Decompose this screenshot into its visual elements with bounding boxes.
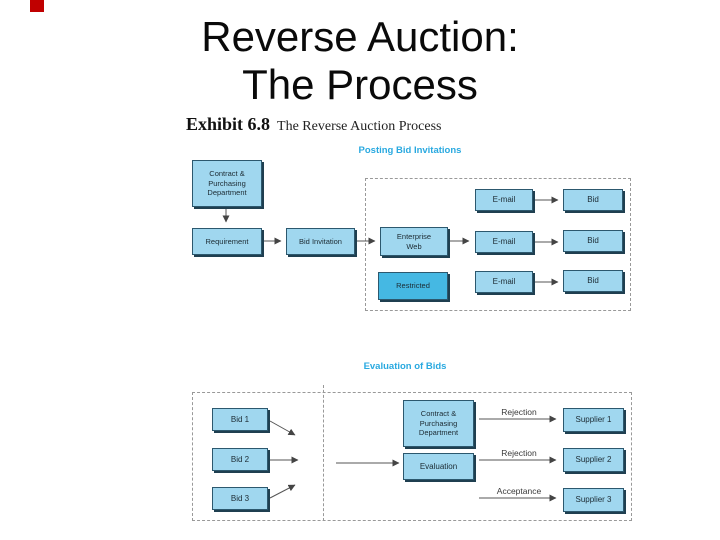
exhibit-caption: Exhibit 6.8 The Reverse Auction Process: [186, 114, 442, 135]
email-box-2: E-mail: [475, 231, 533, 253]
evaluation-dashed-region: [192, 392, 632, 521]
evaluation-section-heading: Evaluation of Bids: [363, 361, 447, 372]
bid-box-3: Bid: [563, 270, 623, 292]
slide-title: Reverse Auction: The Process: [0, 13, 720, 109]
posting-dashed-region: [365, 178, 631, 311]
box-label-line: Enterprise: [396, 232, 432, 241]
box-label-line: Department: [207, 188, 247, 198]
restricted-box: Restricted: [378, 272, 448, 300]
slide-title-line2: The Process: [242, 61, 478, 108]
exhibit-number: Exhibit 6.8: [186, 114, 271, 134]
enterprise-web-box: Enterprise Web: [380, 227, 448, 256]
box-label-line: Department: [418, 428, 459, 438]
acceptance-label: Acceptance: [496, 486, 542, 496]
supplier-3-box: Supplier 3: [563, 488, 624, 512]
box-label-line: Contract &: [420, 409, 457, 419]
rejection-label-1: Rejection: [501, 407, 537, 417]
requirement-box: Requirement: [192, 228, 262, 255]
rejection-label-2: Rejection: [501, 448, 537, 458]
bid-invitation-box: Bid Invitation: [286, 228, 355, 255]
bid-3-box: Bid 3: [212, 487, 268, 510]
evaluation-box: Evaluation: [403, 453, 474, 480]
box-label-line: Contract &: [209, 169, 245, 179]
box-label-line: Web: [406, 241, 422, 251]
contract-purchasing-dept-box: Contract & Purchasing Department: [192, 160, 262, 207]
box-label-line: Purchasing: [208, 178, 246, 188]
evaluation-divider-line: [323, 385, 324, 521]
bid-2-box: Bid 2: [212, 448, 268, 471]
exhibit-title: The Reverse Auction Process: [277, 119, 442, 134]
email-box-3: E-mail: [475, 271, 533, 293]
box-label-line: Purchasing: [419, 418, 458, 428]
red-marker: [30, 0, 44, 12]
bid-box-2: Bid: [563, 230, 623, 252]
supplier-2-box: Supplier 2: [563, 448, 624, 472]
bid-1-box: Bid 1: [212, 408, 268, 431]
bid-box-1: Bid: [563, 189, 623, 211]
supplier-1-box: Supplier 1: [563, 408, 624, 432]
posting-section-heading: Posting Bid Invitations: [358, 145, 462, 156]
contract-purchasing-dept-box-evaluation: Contract & Purchasing Department: [403, 400, 474, 447]
email-box-1: E-mail: [475, 189, 533, 211]
slide-title-line1: Reverse Auction:: [201, 13, 519, 60]
